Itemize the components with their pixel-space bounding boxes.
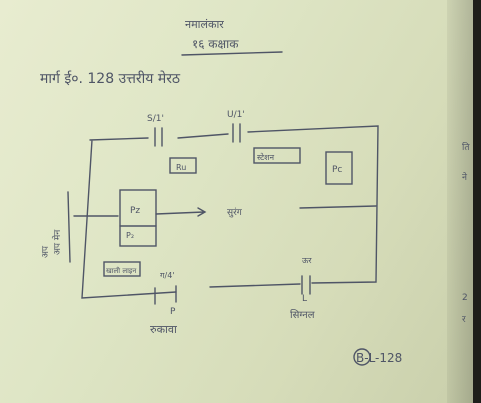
- signal-label-bottom-mid: ग/4': [160, 271, 175, 280]
- header-line-3: मार्ग ई०. 128 उत्तरीय मेरठ: [40, 70, 181, 87]
- track-outline: [81, 125, 379, 299]
- svg-text:अप: अप: [41, 245, 51, 258]
- box-pc-label: Pc: [332, 165, 342, 175]
- arrow-label: सुरंग: [227, 207, 243, 218]
- signal-label-top-left: S/1': [147, 114, 164, 124]
- header-line-1: नमालंकार: [185, 18, 224, 31]
- header-underline: [181, 51, 283, 56]
- box-station-label: स्टेशन: [257, 152, 275, 162]
- svg-text:ने: ने: [462, 171, 468, 183]
- page-edge: [447, 0, 473, 403]
- direction-arrow: [73, 207, 207, 217]
- svg-text:2: 2: [462, 293, 468, 303]
- svg-text:ति: ति: [462, 141, 470, 153]
- signal-label-bottom-right: ऊर: [302, 256, 312, 265]
- left-vertical-label: अप मेन: [51, 229, 63, 255]
- bottom-right-label: सिग्नल: [290, 309, 315, 321]
- box-bottom-left: [103, 261, 141, 277]
- box-ru: [169, 157, 197, 174]
- code-circle: [353, 348, 371, 366]
- code-label: B-L-128: [356, 351, 402, 365]
- signal-label-top-right: U/1': [227, 110, 245, 120]
- box-pz-label: Pz: [130, 206, 140, 216]
- box-ru-label: Ru: [176, 163, 186, 172]
- box-stack: [119, 189, 157, 247]
- svg-text:र: र: [462, 315, 466, 325]
- bottom-marker-right: L: [302, 294, 307, 304]
- bottom-marker-left: P: [170, 307, 176, 317]
- box-bottom-left-label: खाली लाइन: [106, 266, 136, 275]
- box-station: [253, 147, 301, 164]
- box-pc: [325, 151, 353, 185]
- header-line-2: १६ कक्षाक: [192, 37, 239, 51]
- box-pz2-label: P₂: [126, 231, 134, 240]
- bottom-left-label: रुकावा: [150, 323, 177, 336]
